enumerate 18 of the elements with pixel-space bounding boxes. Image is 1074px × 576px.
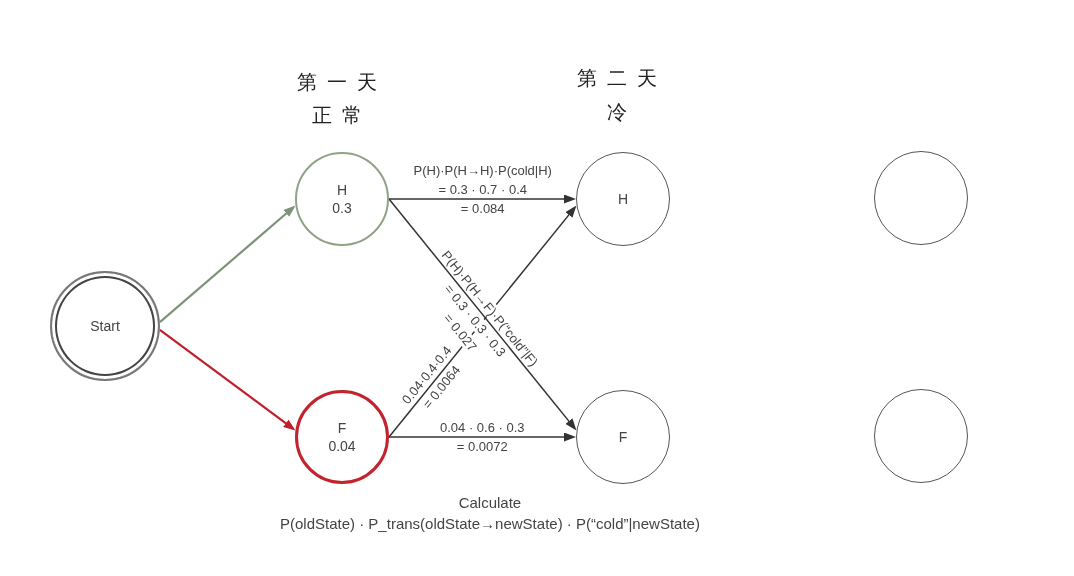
node-label: Start [90,317,120,335]
column-heading: 第二天 [576,65,667,91]
arrow [159,205,296,323]
column-heading: 第一天 [296,69,387,95]
probability-label: 0.04 [328,437,356,455]
probability-label: 0.3 [332,199,352,217]
edge-label: P(H)·P(H→H)·P(cold|H) = 0.3 · 0.7 · 0.4 = 0.084 [413,162,552,218]
arrow [388,432,576,442]
column-heading: 冷 [606,99,637,125]
state-label: H [617,190,629,208]
edge-label: 0.04 · 0.6 · 0.3 = 0.0072 [440,419,525,456]
column-heading: 正常 [311,102,372,128]
state-label: H [336,181,348,199]
state-label: F [337,419,347,437]
arrow [388,194,576,204]
arrow [159,328,296,431]
state-label: F [618,428,628,446]
caption: Calculate P(oldState) · P_trans(oldState→newState) · P(“cold”|newState) [280,493,700,534]
